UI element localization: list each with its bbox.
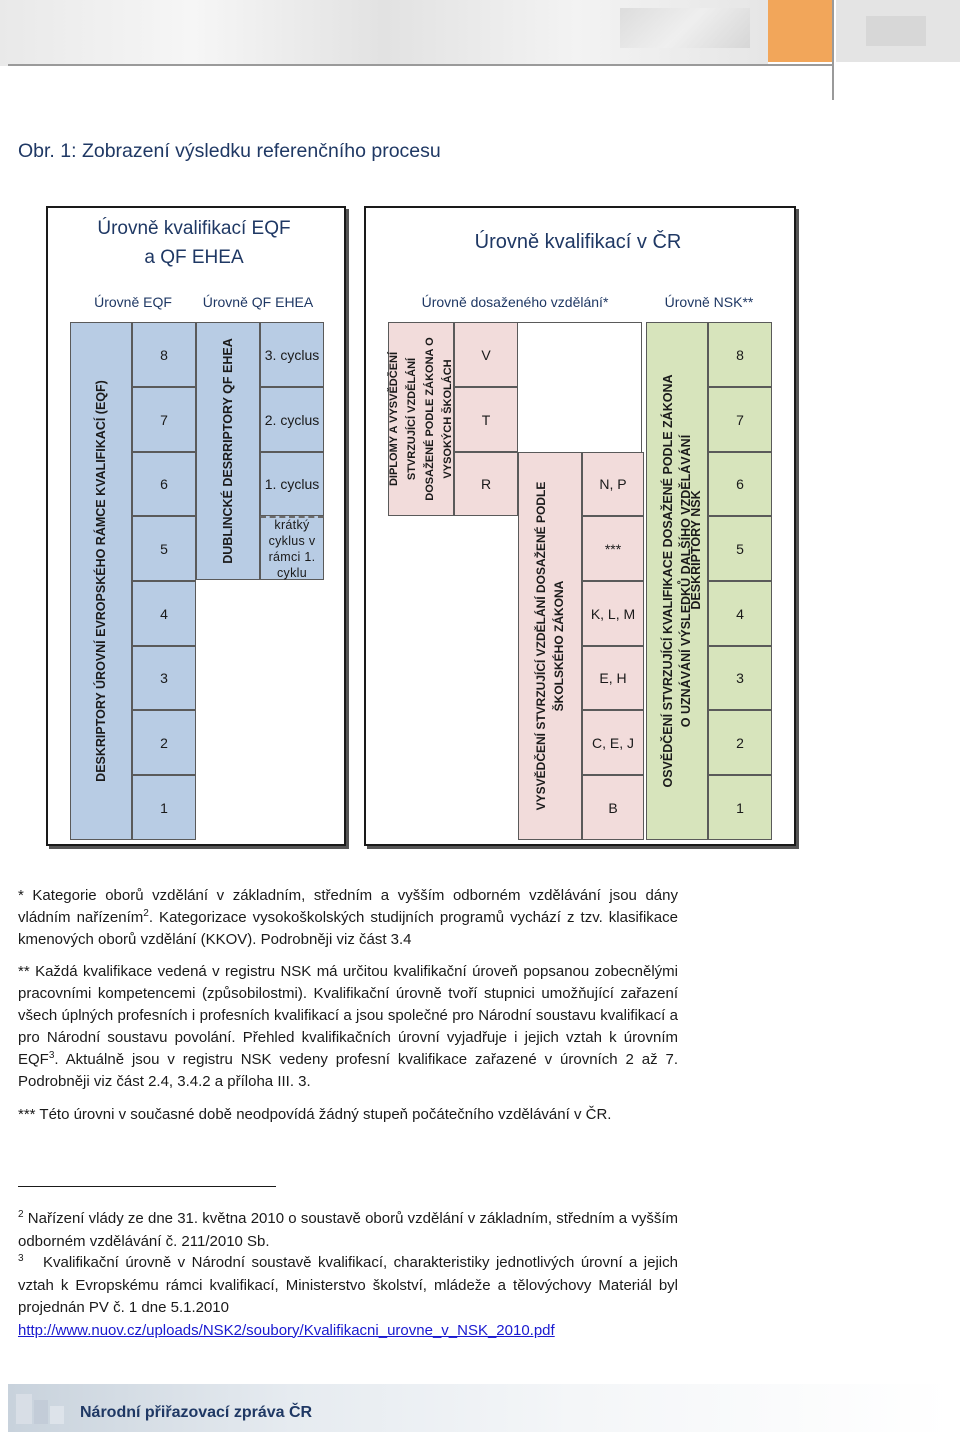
eqf-descriptor-label: DESKRIPTORY ÚROVNÍ EVROPSKÉHO RÁMCE KVAL… xyxy=(94,380,108,782)
qf-cycle-2: 2. cyclus xyxy=(260,387,324,452)
diploma-label: DIPLOMY A VYSVĚDČENÍ STVRZUJÍCÍ VZDĚLÁNÍ… xyxy=(388,337,454,501)
eqf-level-4: 4 xyxy=(132,581,196,646)
edu-level-eh: E, H xyxy=(582,646,644,710)
nsk-level-4: 4 xyxy=(708,581,772,646)
note-1: * Kategorie oborů vzdělání v základním, … xyxy=(18,885,678,951)
edu-level-b: B xyxy=(582,775,644,840)
note-1-part-b: . Kategorizace vysokoškolských studijníc… xyxy=(18,909,678,948)
col-head-education: Úrovně dosaženého vzdělání* xyxy=(421,294,609,310)
eqf-level-3: 3 xyxy=(132,646,196,710)
footnote-3-text: Kvalifikační úrovně v Národní soustavě k… xyxy=(18,1254,678,1316)
note-2-sup: 3 xyxy=(48,1050,55,1061)
qf-short-cycle: krátký cyklus v rámci 1. cyklu xyxy=(260,516,324,580)
note-2: ** Každá kvalifikace vedená v registru N… xyxy=(18,961,678,1093)
dublin-descriptor-column: DUBLINCKÉ DESRRIPTORY QF EHEA xyxy=(196,322,260,580)
nuov-logo-icon xyxy=(16,1394,64,1424)
nsk-level-3: 3 xyxy=(708,646,772,710)
col-head-qf-ehea: Úrovně QF EHEA xyxy=(202,294,314,310)
cr-box-title: Úrovně kvalifikací v ČR xyxy=(474,231,682,253)
eqf-level-6: 6 xyxy=(132,452,196,516)
nsk-level-5: 5 xyxy=(708,516,772,581)
edu-level-r: R xyxy=(454,452,518,516)
note-2-part-b: . Aktuálně jsou v registru NSK vedeny pr… xyxy=(18,1051,678,1090)
footnote-2: 2 Nařízení vlády ze dne 31. května 2010 … xyxy=(18,1208,678,1253)
eqf-level-8: 8 xyxy=(132,322,196,387)
eqf-level-2: 2 xyxy=(132,710,196,775)
nsk-level-2: 2 xyxy=(708,710,772,775)
footer-bar xyxy=(8,1384,952,1432)
footnote-2-number: 2 xyxy=(18,1209,24,1220)
nsk-certificate-column: OSVĚDČENÍ STVRZUJÍCÍ KVALIFIKACE DOSAŽEN… xyxy=(646,322,708,840)
qf-cycle-1: 1. cyclus xyxy=(260,452,324,516)
dublin-descriptor-label: DUBLINCKÉ DESRRIPTORY QF EHEA xyxy=(221,338,235,564)
header-gray-block xyxy=(836,0,960,62)
edu-empty-top xyxy=(518,322,642,452)
nsk-level-6: 6 xyxy=(708,452,772,516)
note-2-part-a: ** Každá kvalifikace vedená v registru N… xyxy=(18,963,678,1068)
header-divider xyxy=(8,64,834,66)
note-3: *** Této úrovni v současné době neodpoví… xyxy=(18,1106,612,1123)
diploma-column: DIPLOMY A VYSVĚDČENÍ STVRZUJÍCÍ VZDĚLÁNÍ… xyxy=(388,322,454,516)
short-cycle-label: krátký cyklus v rámci 1. cyklu xyxy=(268,517,316,580)
eqf-descriptor-column: DESKRIPTORY ÚROVNÍ EVROPSKÉHO RÁMCE KVAL… xyxy=(70,322,132,840)
edu-level-np: N, P xyxy=(582,452,644,516)
nsk-level-7: 7 xyxy=(708,387,772,452)
eqf-level-5: 5 xyxy=(132,516,196,581)
col-head-eqf: Úrovně EQF xyxy=(94,294,172,310)
footnote-divider xyxy=(18,1186,276,1187)
note-1-sup: 2 xyxy=(143,908,149,919)
edu-level-t: T xyxy=(454,387,518,452)
edu-level-cej: C, E, J xyxy=(582,710,644,775)
header-vertical-divider xyxy=(832,0,834,100)
school-label: VYSVĚDČENÍ STVRZUJÍCÍ VZDĚLÁNÍ DOSAŽENÉ … xyxy=(534,481,566,811)
header-photo-strip xyxy=(0,0,768,66)
qf-cycle-3: 3. cyclus xyxy=(260,322,324,387)
nsk-level-1: 1 xyxy=(708,775,772,840)
col-head-nsk: Úrovně NSK** xyxy=(664,294,754,310)
footnote-3-link[interactable]: http://www.nuov.cz/uploads/NSK2/soubory/… xyxy=(18,1321,555,1339)
footnote-3: 3 Kvalifikační úrovně v Národní soustavě… xyxy=(18,1252,678,1342)
note-1-part-a: * Kategorie oborů vzdělání v základním, … xyxy=(18,887,678,926)
edu-level-none: *** xyxy=(582,516,644,581)
nsk-level-8: 8 xyxy=(708,322,772,387)
school-column: VYSVĚDČENÍ STVRZUJÍCÍ VZDĚLÁNÍ DOSAŽENÉ … xyxy=(518,452,582,840)
figure-title: Obr. 1: Zobrazení výsledku referenčního … xyxy=(18,140,441,162)
eqf-title-line2: a QF EHEA xyxy=(144,247,244,268)
footnote-3-number: 3 xyxy=(18,1253,24,1264)
eqf-level-7: 7 xyxy=(132,387,196,452)
eqf-box-title: Úrovně kvalifikací EQF a QF EHEA xyxy=(48,214,340,272)
eqf-title-line1: Úrovně kvalifikací EQF xyxy=(97,218,291,239)
nsk-descriptor-label: DESKRIPTORY NSK xyxy=(689,490,703,610)
footer-title: Národní přiřazovací zpráva ČR xyxy=(80,1404,313,1421)
eqf-level-1: 1 xyxy=(132,775,196,840)
header-orange-block xyxy=(768,0,834,62)
edu-level-klm: K, L, M xyxy=(582,581,644,646)
edu-level-v: V xyxy=(454,322,518,387)
footnote-2-text: Nařízení vlády ze dne 31. května 2010 o … xyxy=(18,1210,678,1250)
